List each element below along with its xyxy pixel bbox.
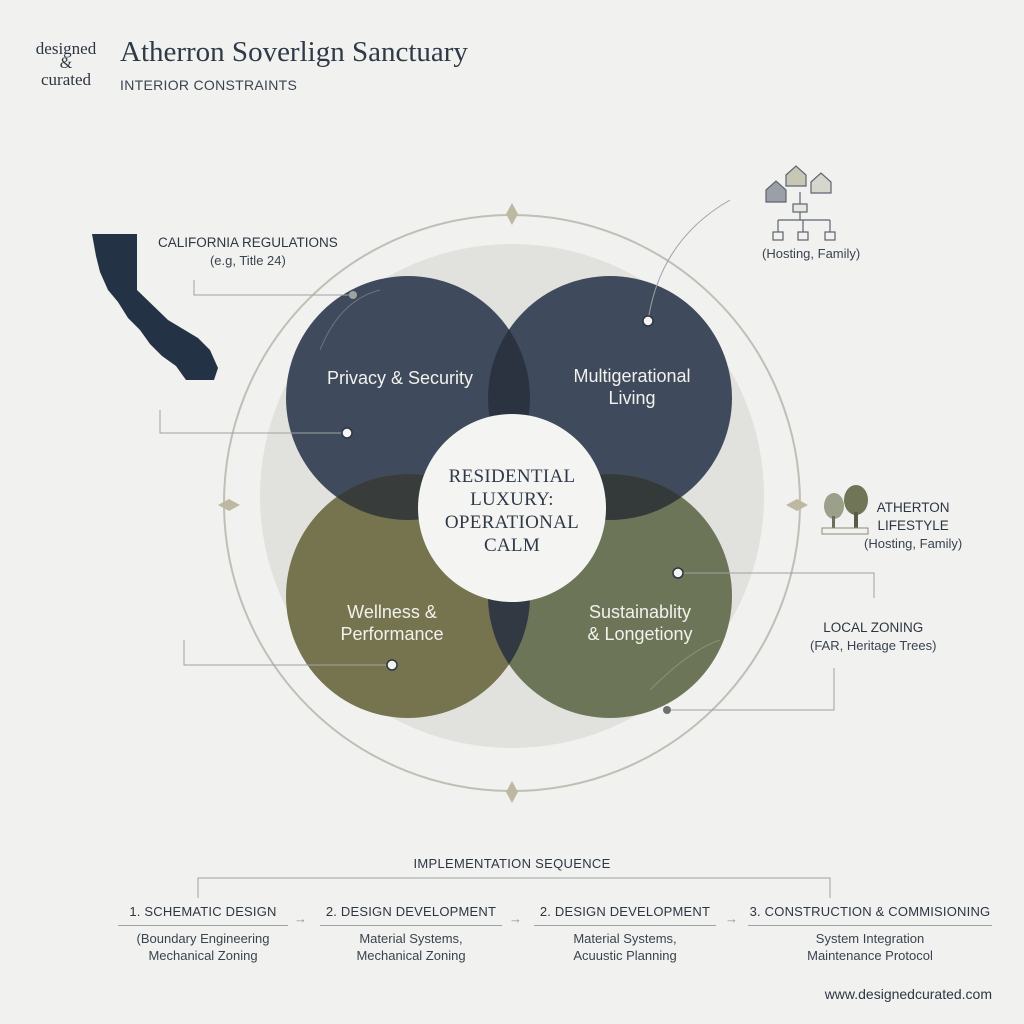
california-map-icon	[92, 234, 218, 380]
center-line2: LUXURY:	[470, 489, 554, 510]
center-label: RESIDENTIAL LUXURY: OPERATIONAL CALM	[445, 465, 579, 557]
step-3-rule	[534, 925, 716, 926]
sequence-arrow: →	[509, 911, 522, 926]
step-1-rule	[118, 925, 288, 926]
connector-dot	[642, 315, 654, 327]
step-3-heading: 2. DESIGN DEVELOPMENT	[539, 904, 711, 919]
connector-zoning-lower	[667, 668, 835, 711]
step-2-rule	[320, 925, 502, 926]
callout-california-sub: (e.g, Title 24)	[209, 253, 286, 268]
step-1-desc1: (Boundary Engineering	[136, 931, 270, 946]
sequence-arrow: →	[725, 911, 738, 926]
callout-atherton-sub: (Hosting, Family)	[864, 536, 963, 551]
label-wellness-line1: Wellness &	[347, 602, 437, 622]
step-4-heading: 3. CONSTRUCTION & COMMISIONING	[749, 904, 991, 919]
connector-california	[193, 280, 353, 296]
label-wellness-line2: Performance	[340, 624, 444, 644]
sequence-title: IMPLEMENTATION SEQUENCE	[413, 856, 611, 871]
callout-atherton-title2: LIFESTYLE	[877, 518, 949, 533]
step-2-desc2: Mechanical Zoning	[356, 948, 466, 963]
sequence-step-4: 3. CONSTRUCTION & COMMISIONING System In…	[748, 904, 992, 964]
label-privacy: Privacy & Security	[327, 367, 473, 389]
step-2-heading: 2. DESIGN DEVELOPMENT	[325, 904, 497, 919]
interior-arc	[649, 639, 721, 691]
connector-dot	[672, 567, 684, 579]
step-4-desc2: Maintenance Protocol	[807, 948, 933, 963]
connector-dot	[349, 291, 357, 299]
diamond-marker-right	[786, 499, 808, 511]
callout-atherton: ATHERTON LIFESTYLE (Hosting, Family)	[864, 499, 962, 553]
callout-zoning-sub: (FAR, Heritage Trees)	[810, 638, 937, 653]
label-sustainability-line1: Sustainablity	[588, 602, 692, 622]
label-sustainability: Sustainablity & Longetiony	[587, 601, 692, 645]
connector-zoning-upper	[678, 572, 875, 598]
sequence-arrow: →	[294, 911, 307, 926]
page-title: Atherron Soverlign Sanctuary	[120, 36, 468, 68]
callout-zoning: LOCAL ZONING (FAR, Heritage Trees)	[810, 619, 936, 655]
trees-icon	[821, 485, 869, 535]
label-wellness: Wellness & Performance	[340, 601, 443, 645]
sequence-step-1: 1. SCHEMATIC DESIGN (Boundary Engineerin…	[118, 904, 288, 964]
connector-dot	[663, 706, 671, 714]
footer-url[interactable]: www.designedcurated.com	[824, 986, 992, 1002]
center-line3: OPERATIONAL	[444, 512, 580, 533]
step-3-desc2: Acuustic Planning	[573, 948, 677, 963]
callout-family-sub: (Hosting, Family)	[762, 246, 861, 261]
label-multigenerational-line2: Living	[608, 388, 656, 408]
diamond-marker-top	[506, 203, 518, 225]
callout-family: (Hosting, Family)	[762, 245, 860, 263]
brand-logo: designed & curated	[28, 40, 104, 88]
center-line4: CALM	[483, 535, 541, 556]
sequence-step-2: 2. DESIGN DEVELOPMENT Material Systems, …	[320, 904, 502, 964]
houses-tree-icon	[765, 165, 836, 241]
interior-arc	[319, 289, 381, 351]
step-4-rule	[748, 925, 992, 926]
callout-zoning-title: LOCAL ZONING	[823, 620, 924, 635]
logo-line2: curated	[40, 70, 92, 89]
step-1-heading: 1. SCHEMATIC DESIGN	[129, 904, 277, 919]
page-subtitle: INTERIOR CONSTRAINTS	[120, 77, 298, 93]
step-4-desc1: System Integration	[815, 931, 925, 946]
sequence-bracket	[197, 877, 831, 898]
center-line1: RESIDENTIAL	[448, 466, 576, 487]
callout-california: CALIFORNIA REGULATIONS (e.g, Title 24)	[158, 234, 338, 270]
logo-ampersand: &	[59, 55, 73, 72]
center-circle	[418, 414, 606, 602]
callout-atherton-title1: ATHERTON	[876, 500, 950, 515]
label-multigenerational: Multigerational Living	[573, 365, 690, 409]
connector-family	[647, 199, 731, 322]
sequence-step-3: 2. DESIGN DEVELOPMENT Material Systems, …	[534, 904, 716, 964]
logo-line1: designed	[35, 39, 97, 58]
diamond-marker-left	[218, 499, 240, 511]
connector-wellness	[183, 640, 392, 666]
connector-dot	[341, 427, 353, 439]
label-multigenerational-line1: Multigerational	[573, 366, 691, 386]
diamond-marker-bottom	[506, 781, 518, 803]
step-2-desc1: Material Systems,	[359, 931, 463, 946]
callout-california-title: CALIFORNIA REGULATIONS	[158, 235, 338, 250]
step-1-desc2: Mechanical Zoning	[148, 948, 258, 963]
step-3-desc1: Material Systems,	[573, 931, 677, 946]
connector-privacy	[159, 410, 347, 434]
label-sustainability-line2: & Longetiony	[587, 624, 693, 644]
label-privacy-line1: Privacy & Security	[326, 368, 474, 388]
connector-dot	[386, 659, 398, 671]
